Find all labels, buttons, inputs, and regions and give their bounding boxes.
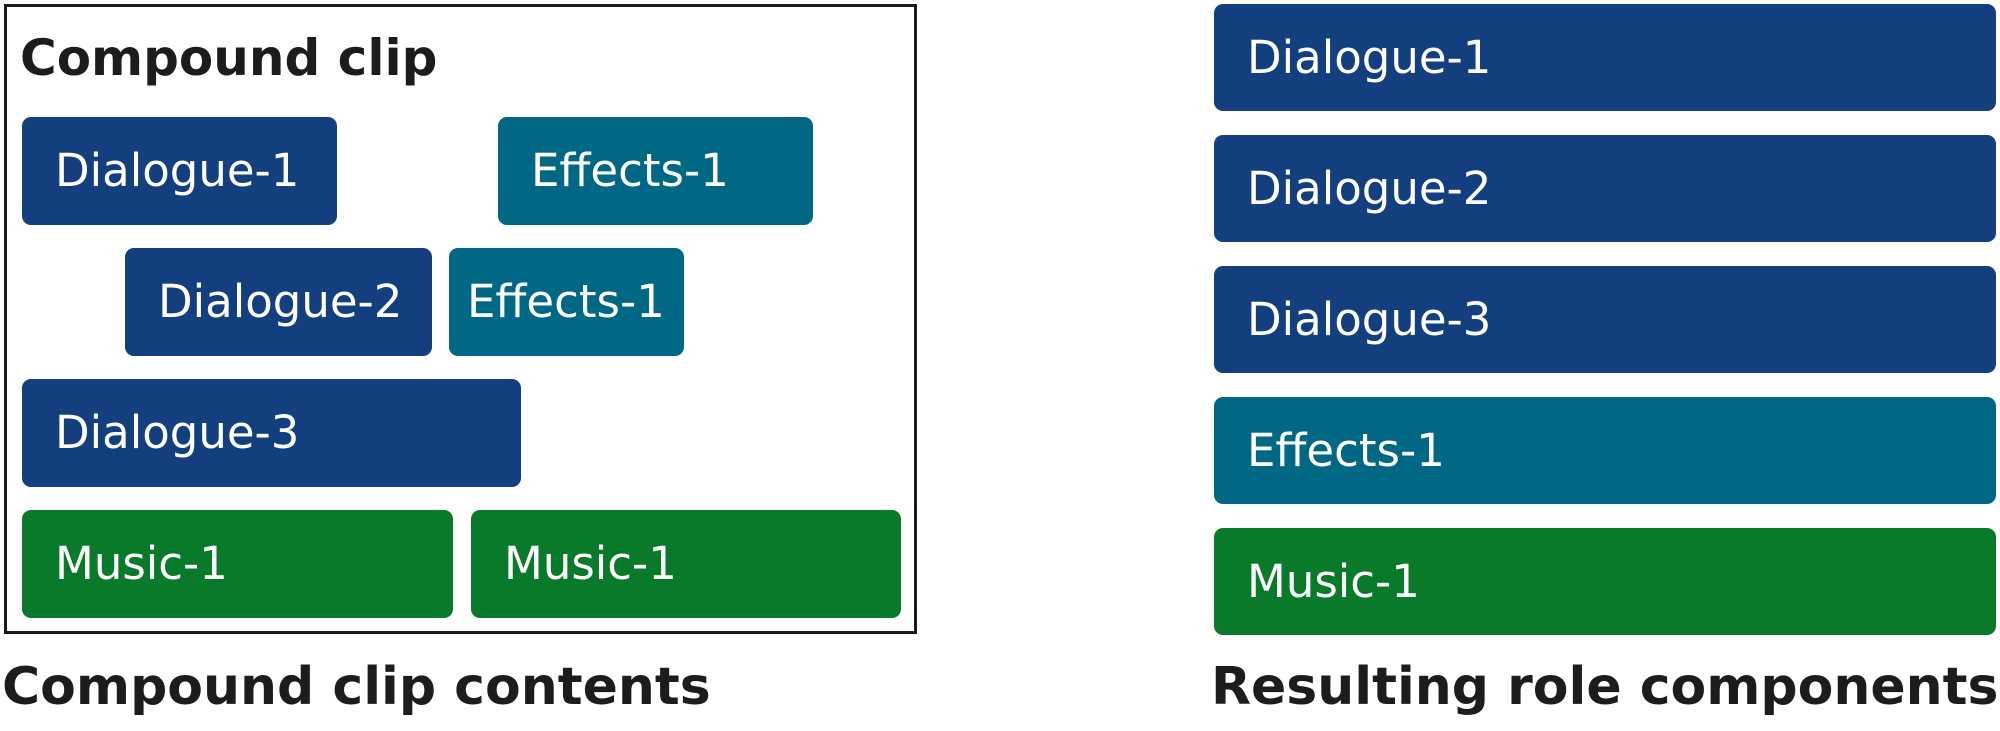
compound-clip-box: [4, 4, 917, 634]
compound-clip-item-effects-1b: Effects-1: [449, 248, 684, 356]
role-component-dialogue-1: Dialogue-1: [1214, 4, 1996, 111]
compound-clip-item-dialogue-2: Dialogue-2: [125, 248, 432, 356]
compound-clip-item-dialogue-1: Dialogue-1: [22, 117, 337, 225]
role-component-music-1: Music-1: [1214, 528, 1996, 635]
compound-clip-item-effects-1: Effects-1: [498, 117, 813, 225]
role-component-effects-1: Effects-1: [1214, 397, 1996, 504]
role-component-dialogue-3: Dialogue-3: [1214, 266, 1996, 373]
role-component-dialogue-2: Dialogue-2: [1214, 135, 1996, 242]
compound-clip-item-music-1: Music-1: [22, 510, 453, 618]
caption-resulting-role-components: Resulting role components: [1211, 657, 1999, 717]
caption-compound-clip-contents: Compound clip contents: [2, 657, 711, 717]
compound-clip-item-dialogue-3: Dialogue-3: [22, 379, 521, 487]
compound-clip-title: Compound clip: [20, 29, 438, 87]
compound-clip-item-music-1b: Music-1: [471, 510, 901, 618]
